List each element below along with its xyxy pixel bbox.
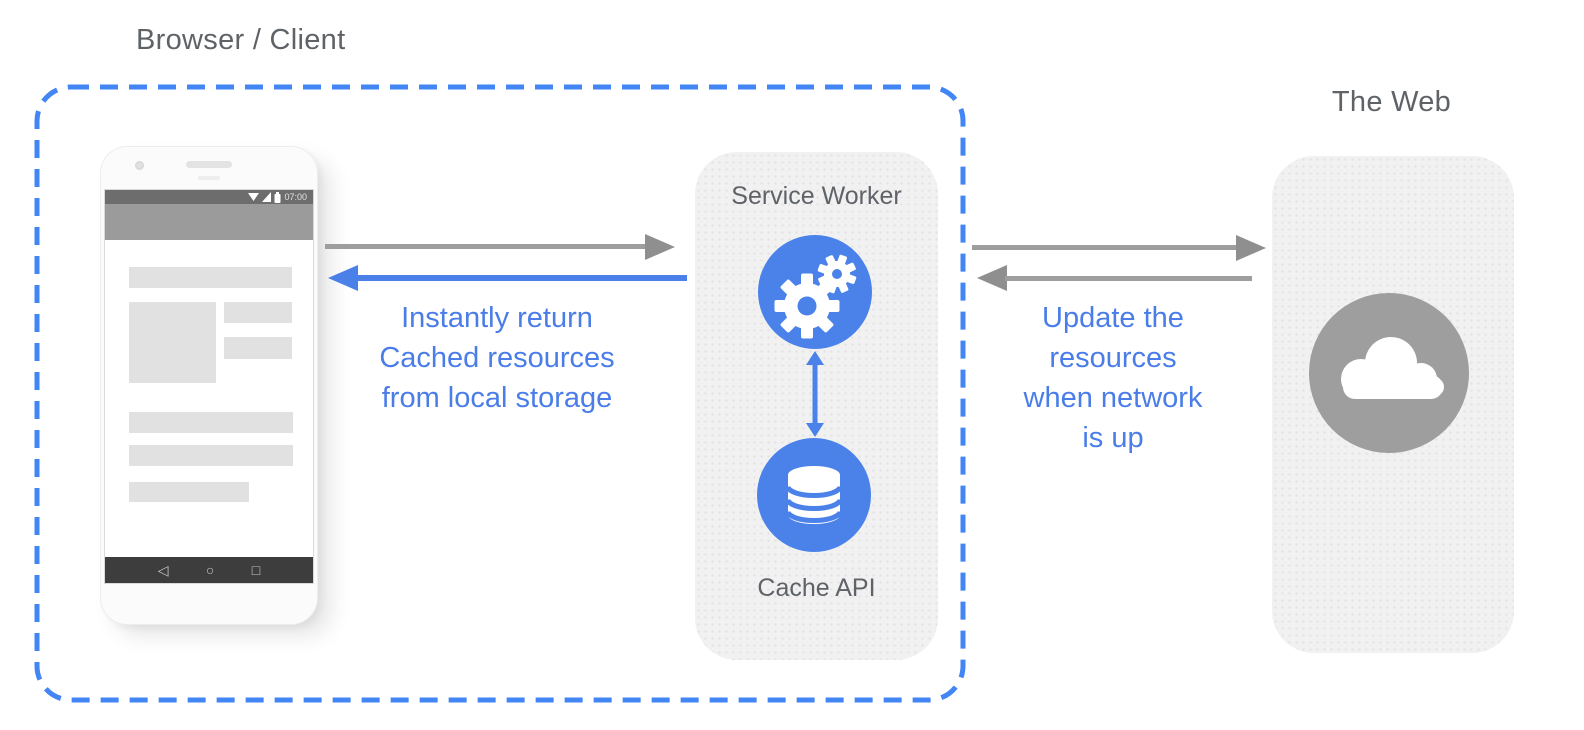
database-icon xyxy=(785,466,843,524)
the-web-panel xyxy=(1272,156,1514,653)
annotation-line: when network xyxy=(1023,382,1203,414)
request-arrow-head xyxy=(645,234,675,260)
request-arrow-line xyxy=(325,244,647,249)
wifi-icon xyxy=(248,192,260,201)
phone-status-bar: 07:00 xyxy=(105,190,313,204)
annotation-line: Update the xyxy=(1042,302,1184,334)
cached-response-arrow-line xyxy=(355,275,687,281)
instant-return-annotation: Instantly return Cached resources from l… xyxy=(347,298,647,418)
the-web-title: The Web xyxy=(1331,86,1452,118)
content-placeholder-bar xyxy=(129,445,293,466)
nav-recents-icon: □ xyxy=(251,562,261,578)
annotation-line: from local storage xyxy=(381,382,613,414)
cache-api-circle xyxy=(757,438,871,552)
network-response-arrow-head xyxy=(977,265,1007,291)
browser-client-title: Browser / Client xyxy=(136,24,346,56)
phone-nav-bar: ◁ ○ □ xyxy=(105,557,313,583)
cache-api-label: Cache API xyxy=(757,574,876,602)
content-placeholder-bar xyxy=(129,412,293,433)
update-resources-annotation: Update the resources when network is up xyxy=(963,298,1263,458)
worker-cache-connector-arrow xyxy=(806,351,824,437)
phone-speaker xyxy=(186,161,232,168)
service-worker-circle xyxy=(758,235,872,349)
nav-home-icon: ○ xyxy=(205,562,215,578)
network-request-arrow-head xyxy=(1236,235,1266,261)
service-worker-title: Service Worker xyxy=(731,182,902,210)
battery-icon xyxy=(274,191,281,203)
content-placeholder-bar xyxy=(224,337,292,359)
content-placeholder-bar xyxy=(129,482,249,502)
service-worker-panel: Service Worker xyxy=(695,152,938,660)
cached-response-arrow-head xyxy=(328,265,358,291)
annotation-line: is up xyxy=(1082,422,1144,454)
cloud-icon xyxy=(1341,337,1444,399)
network-request-arrow-line xyxy=(972,245,1239,250)
phone-screen: 07:00 ◁ ○ □ xyxy=(105,190,313,583)
annotation-line: Cached resources xyxy=(379,342,615,374)
content-placeholder-image xyxy=(129,302,216,383)
phone-camera-icon xyxy=(135,161,144,170)
cell-signal-icon xyxy=(262,192,272,202)
nav-back-icon: ◁ xyxy=(157,562,169,578)
phone-app-bar xyxy=(105,204,313,240)
status-time: 07:00 xyxy=(284,191,307,202)
phone-mockup: 07:00 ◁ ○ □ xyxy=(101,147,317,624)
phone-mesh xyxy=(198,176,220,180)
the-web-circle xyxy=(1309,293,1469,453)
network-response-arrow-line xyxy=(1005,276,1252,281)
gears-icon xyxy=(774,254,857,339)
annotation-line: resources xyxy=(1049,342,1177,374)
annotation-line: Instantly return xyxy=(401,302,593,334)
content-placeholder-bar xyxy=(129,267,292,288)
content-placeholder-bar xyxy=(224,302,292,323)
